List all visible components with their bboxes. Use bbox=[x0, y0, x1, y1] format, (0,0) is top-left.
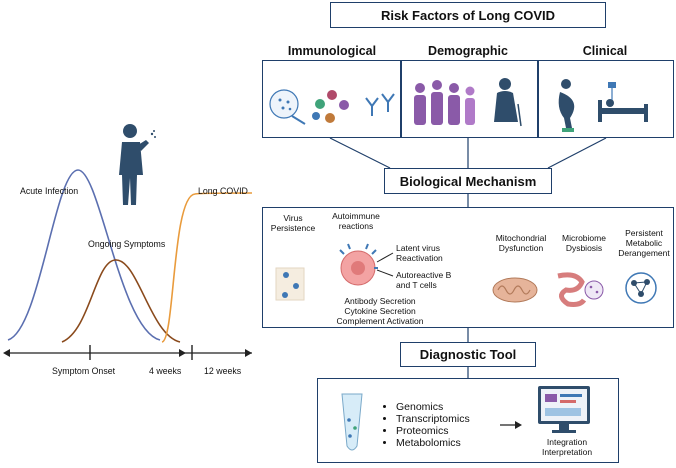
population-icon bbox=[414, 80, 475, 125]
hospital-bed-icon bbox=[598, 82, 648, 122]
coughing-person-icon bbox=[119, 124, 156, 205]
microbiome-label: Microbiome Dysbiosis bbox=[562, 233, 606, 253]
test-tube-icon bbox=[341, 393, 363, 451]
omics-item: Metabolomics bbox=[396, 437, 470, 449]
acute-infection-curve bbox=[7, 169, 161, 341]
mitochondria-icon bbox=[492, 277, 538, 303]
four-weeks-label: 4 weeks bbox=[149, 366, 182, 376]
risk-divider-2 bbox=[537, 60, 539, 138]
axis-arrow-mid bbox=[179, 349, 186, 357]
arrow-right-icon bbox=[500, 421, 522, 429]
microbiome-sample-icon bbox=[584, 280, 604, 300]
mechanism-title: Biological Mechanism bbox=[399, 173, 537, 189]
ongoing-symptoms-label: Ongoing Symptoms bbox=[88, 239, 166, 249]
demographic-header: Demographic bbox=[428, 44, 508, 58]
axis-arrow-left bbox=[3, 349, 10, 357]
virus-particles-icon bbox=[312, 90, 349, 123]
twelve-weeks-label: 12 weeks bbox=[204, 366, 242, 376]
risk-factors-title-box: Risk Factors of Long COVID bbox=[330, 2, 606, 28]
diagnostic-title: Diagnostic Tool bbox=[419, 347, 517, 362]
risk-divider-1 bbox=[400, 60, 402, 138]
omics-item: Proteomics bbox=[396, 425, 470, 437]
mechanism-box bbox=[262, 207, 674, 328]
immune-cell-icon bbox=[339, 243, 378, 286]
metabolic-network-icon bbox=[625, 272, 657, 304]
acute-infection-label: Acute Infection bbox=[20, 186, 79, 196]
diagnostic-title-box: Diagnostic Tool bbox=[400, 342, 536, 367]
risk-factors-title: Risk Factors of Long COVID bbox=[380, 7, 556, 23]
computer-monitor-icon bbox=[538, 386, 590, 433]
long-covid-label: Long COVID bbox=[198, 186, 248, 196]
secretions-label: Antibody Secretion Cytokine Secretion Co… bbox=[336, 296, 424, 326]
mitochondrial-label: Mitochondrial Dysfunction bbox=[495, 233, 547, 253]
mechanism-title-box: Biological Mechanism bbox=[384, 168, 552, 194]
elderly-person-icon bbox=[494, 78, 522, 127]
virus-in-cell-icon bbox=[275, 267, 305, 301]
long-covid-curve bbox=[161, 192, 253, 343]
axis-arrow-right bbox=[245, 349, 252, 357]
latent-virus-label: Latent virus Reactivation bbox=[396, 243, 443, 263]
autoreactive-label: Autoreactive B and T cells bbox=[396, 270, 452, 290]
ongoing-symptoms-curve bbox=[61, 259, 181, 343]
clinical-header: Clinical bbox=[582, 44, 628, 58]
metabolic-label: Persistent Metabolic Derangement bbox=[618, 228, 670, 258]
omics-item: Genomics bbox=[396, 401, 470, 413]
omics-list: Genomics Transcriptomics Proteomics Meta… bbox=[382, 401, 470, 449]
integration-label: Integration Interpretation bbox=[541, 437, 593, 457]
antibody-icon bbox=[365, 93, 395, 116]
obese-person-icon bbox=[558, 79, 575, 132]
omics-item: Transcriptomics bbox=[396, 413, 470, 425]
autoimmune-label: Autoimmune reactions bbox=[332, 211, 380, 231]
intestine-icon bbox=[557, 272, 587, 307]
virus-persistence-label: Virus Persistence bbox=[270, 213, 316, 233]
virus-sample-icon bbox=[269, 89, 306, 125]
immunological-header: Immunological bbox=[287, 44, 377, 58]
symptom-onset-label: Symptom Onset bbox=[52, 366, 116, 376]
